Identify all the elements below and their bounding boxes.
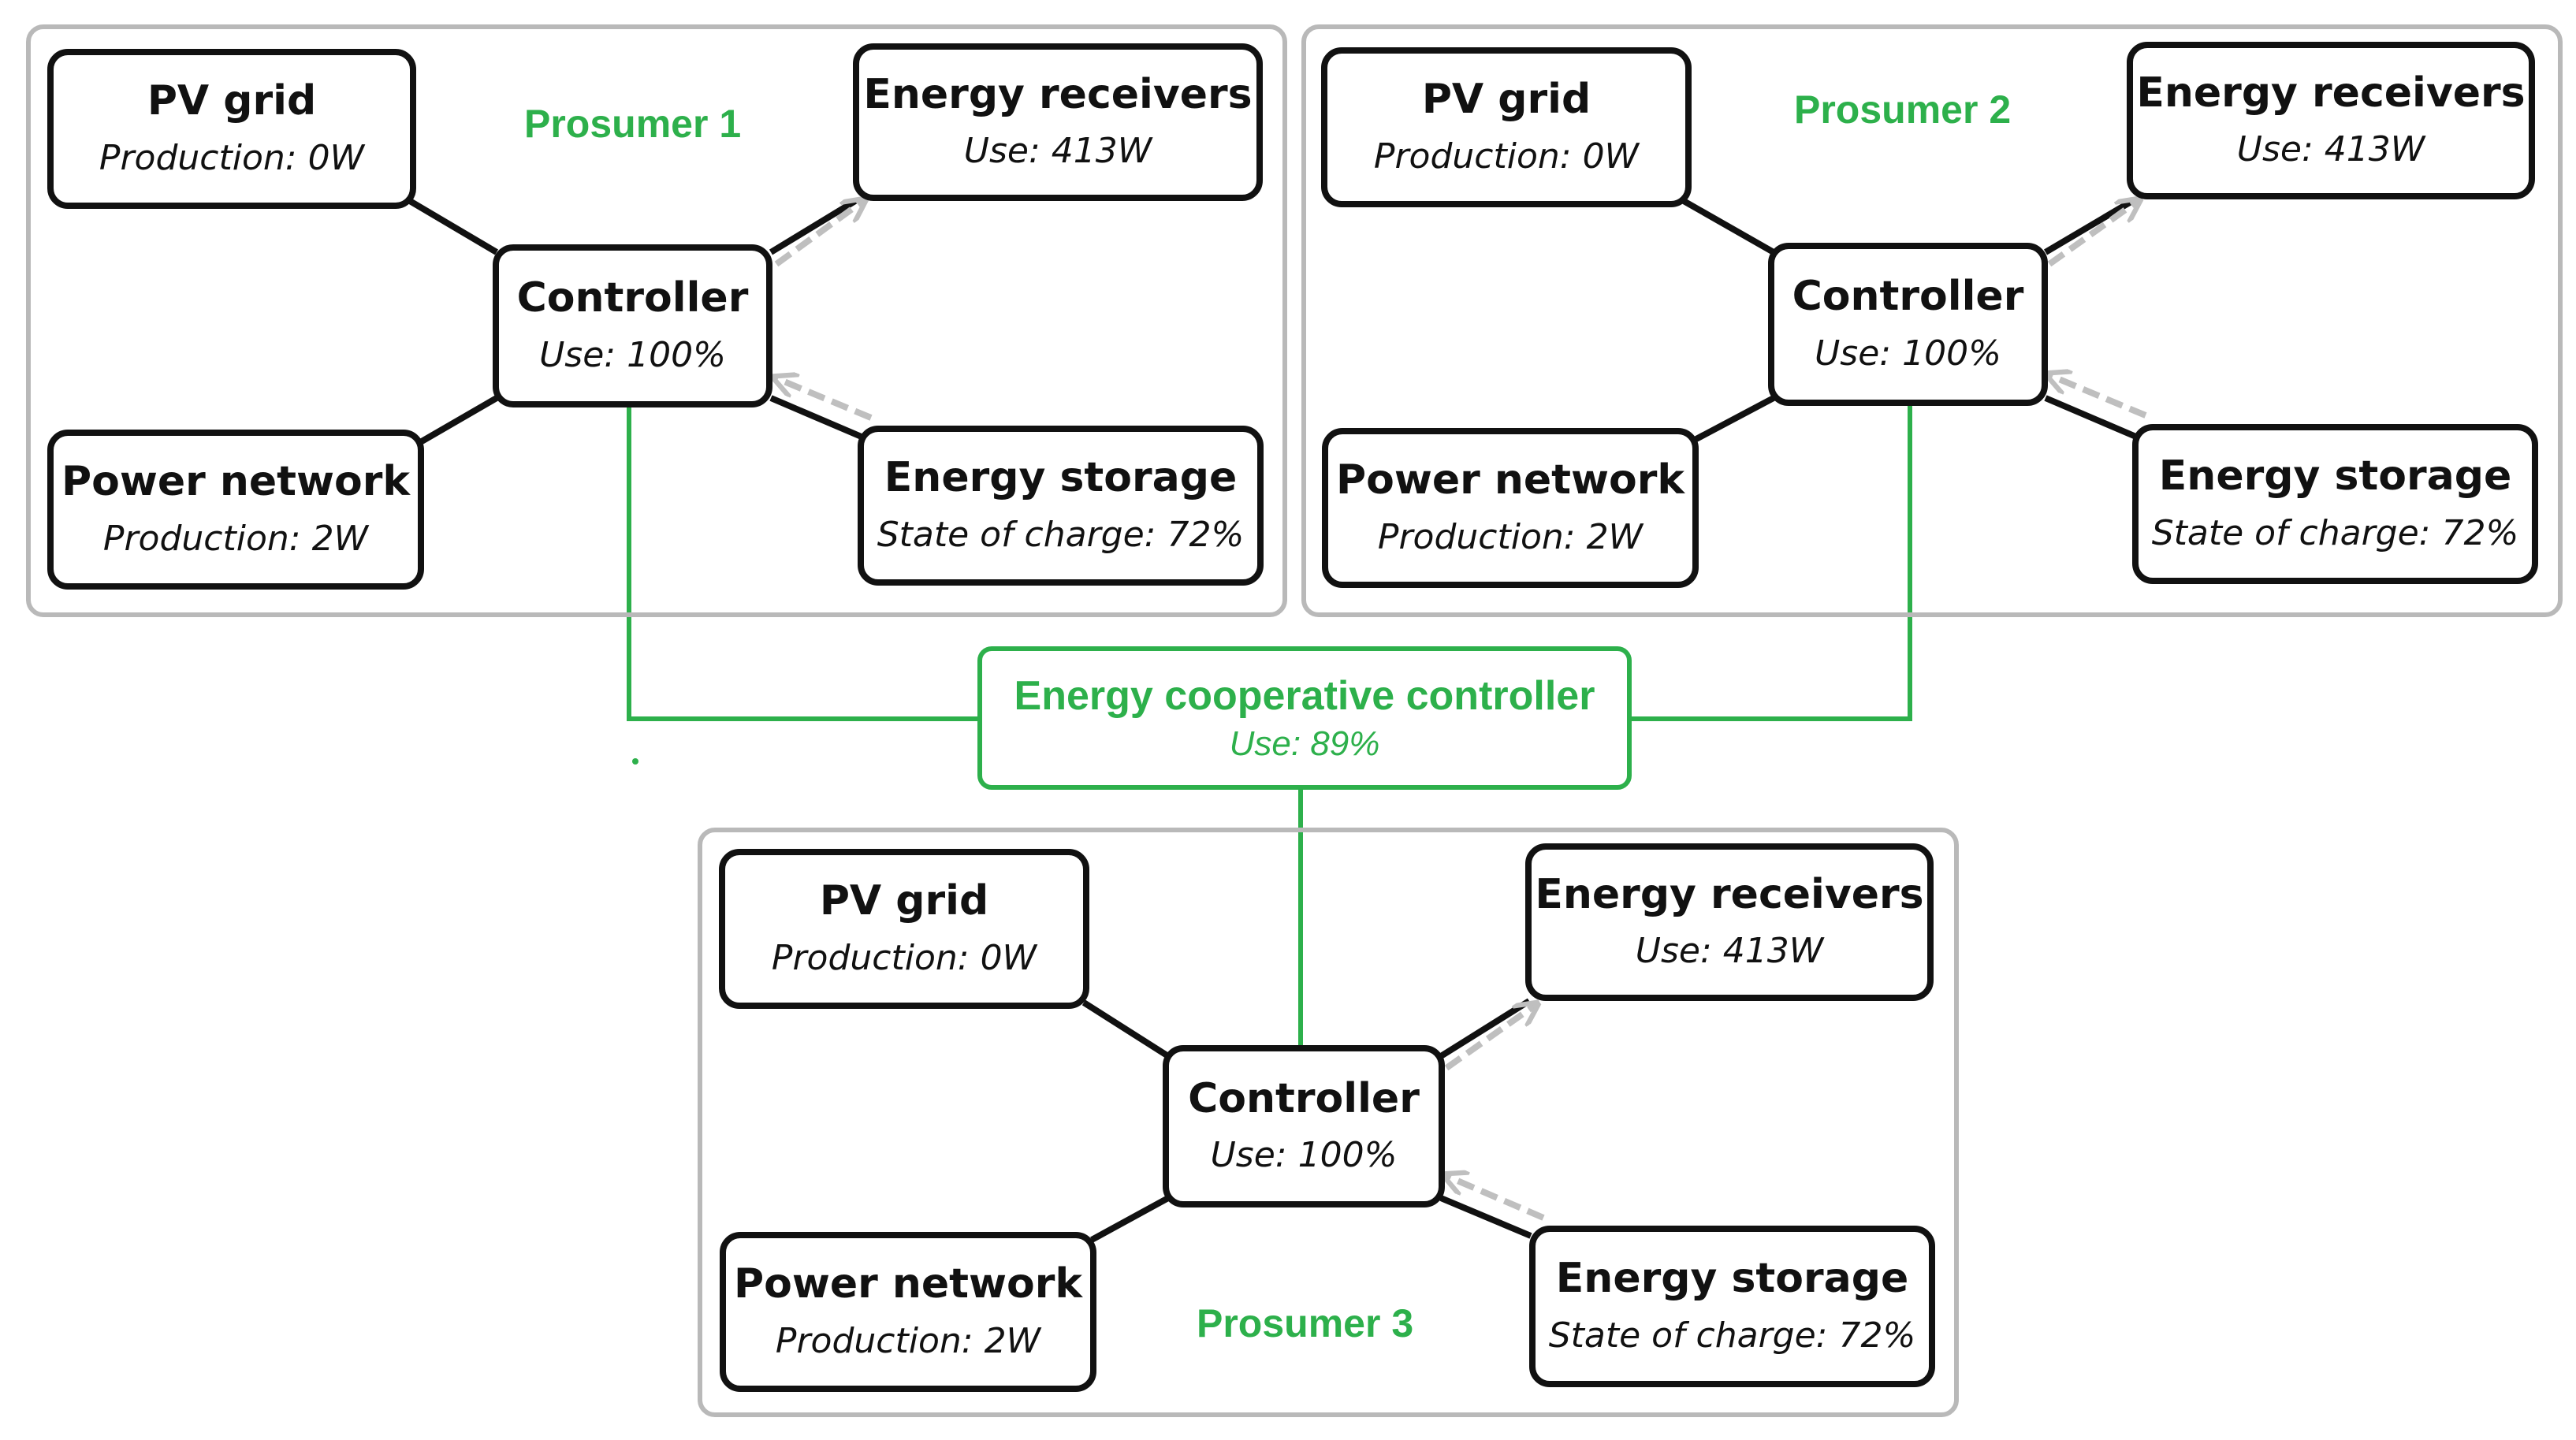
prosumer-3-energy-receivers-node[interactable]: Energy receivers Use: 413W (1525, 843, 1934, 1001)
pv-grid-value: Production: 0W (771, 937, 1037, 978)
coop-link-prosumer-1 (627, 406, 981, 721)
p3-flow-to-receivers (1444, 1005, 1536, 1071)
prosumer-3-energy-storage-node[interactable]: Energy storage State of charge: 72% (1529, 1226, 1935, 1387)
stray-green-dot (632, 758, 638, 765)
energy-receivers-value: Use: 413W (2236, 129, 2425, 170)
prosumer-3-label: Prosumer 3 (1197, 1301, 1414, 1345)
p2-link-pv (1682, 198, 1775, 255)
controller-value: Use: 100% (539, 334, 726, 375)
prosumer-2-energy-storage-node[interactable]: Energy storage State of charge: 72% (2132, 424, 2538, 584)
energy-receivers-title: Energy receivers (1535, 870, 1924, 918)
energy-storage-title: Energy storage (2158, 452, 2512, 500)
pv-grid-title: PV grid (819, 877, 989, 925)
power-network-title: Power network (61, 458, 411, 506)
energy-receivers-title: Energy receivers (863, 70, 1253, 118)
coop-title: Energy cooperative controller (1014, 673, 1595, 719)
pv-grid-value: Production: 0W (99, 137, 365, 178)
prosumer-1-energy-receivers-node[interactable]: Energy receivers Use: 413W (853, 43, 1263, 201)
controller-title: Controller (1188, 1074, 1420, 1122)
prosumer-3-pv-grid-node[interactable]: PV grid Production: 0W (719, 849, 1089, 1009)
prosumer-3-controller-node[interactable]: Controller Use: 100% (1163, 1045, 1445, 1207)
coop-link-prosumer-2 (1629, 406, 1912, 721)
energy-storage-title: Energy storage (1555, 1255, 1909, 1303)
prosumer-2-pv-grid-node[interactable]: PV grid Production: 0W (1321, 47, 1692, 207)
prosumer-2-label: Prosumer 2 (1794, 87, 2012, 132)
controller-title: Controller (516, 274, 749, 322)
p3-flow-from-storage (1446, 1176, 1545, 1221)
prosumer-2-energy-receivers-node[interactable]: Energy receivers Use: 413W (2127, 42, 2535, 199)
energy-storage-value: State of charge: 72% (877, 514, 1245, 555)
prosumer-2-power-network-node[interactable]: Power network Production: 2W (1322, 428, 1699, 588)
energy-storage-value: State of charge: 72% (1548, 1315, 1916, 1356)
p3-link-pv (1081, 999, 1171, 1059)
prosumer-3-power-network-node[interactable]: Power network Production: 2W (720, 1232, 1096, 1392)
controller-value: Use: 100% (1815, 333, 2001, 374)
energy-receivers-value: Use: 413W (963, 131, 1152, 172)
controller-title: Controller (1792, 273, 2024, 321)
p3-link-network (1090, 1195, 1170, 1243)
p1-link-network (419, 395, 499, 445)
energy-storage-value: State of charge: 72% (2151, 512, 2519, 553)
power-network-value: Production: 2W (102, 518, 369, 559)
p1-link-storage (769, 395, 865, 441)
p1-flow-to-receivers (774, 201, 863, 267)
p3-link-storage (1439, 1195, 1532, 1239)
prosumer-2-controller-node[interactable]: Controller Use: 100% (1768, 243, 2048, 406)
power-network-title: Power network (733, 1260, 1083, 1308)
p2-link-network (1693, 395, 1775, 443)
pv-grid-title: PV grid (147, 77, 317, 125)
prosumer-1-energy-storage-node[interactable]: Energy storage State of charge: 72% (858, 426, 1264, 586)
prosumer-1-group (26, 24, 1287, 617)
energy-receivers-title: Energy receivers (2136, 69, 2526, 117)
prosumer-1-label: Prosumer 1 (524, 102, 742, 146)
power-network-title: Power network (1335, 456, 1685, 504)
energy-receivers-value: Use: 413W (1635, 931, 1824, 972)
prosumer-1-power-network-node[interactable]: Power network Production: 2W (47, 430, 424, 590)
pv-grid-title: PV grid (1421, 76, 1591, 124)
power-network-value: Production: 2W (1377, 516, 1644, 557)
prosumer-2-group (1301, 24, 2563, 617)
prosumer-1-pv-grid-node[interactable]: PV grid Production: 0W (47, 49, 416, 209)
energy-cooperative-controller-node[interactable]: Energy cooperative controller Use: 89% (977, 646, 1632, 790)
p2-flow-to-receivers (2047, 201, 2138, 267)
p1-flow-from-storage (776, 378, 873, 421)
energy-storage-title: Energy storage (884, 454, 1238, 502)
coop-value: Use: 89% (1229, 724, 1380, 763)
pv-grid-value: Production: 0W (1373, 136, 1640, 177)
controller-value: Use: 100% (1210, 1135, 1398, 1176)
p1-link-pv (408, 198, 499, 255)
p2-flow-from-storage (2049, 375, 2147, 419)
prosumer-1-controller-node[interactable]: Controller Use: 100% (493, 244, 772, 407)
prosumer-3-group (698, 828, 1959, 1417)
power-network-value: Production: 2W (775, 1320, 1041, 1361)
p2-link-storage (2044, 395, 2139, 441)
